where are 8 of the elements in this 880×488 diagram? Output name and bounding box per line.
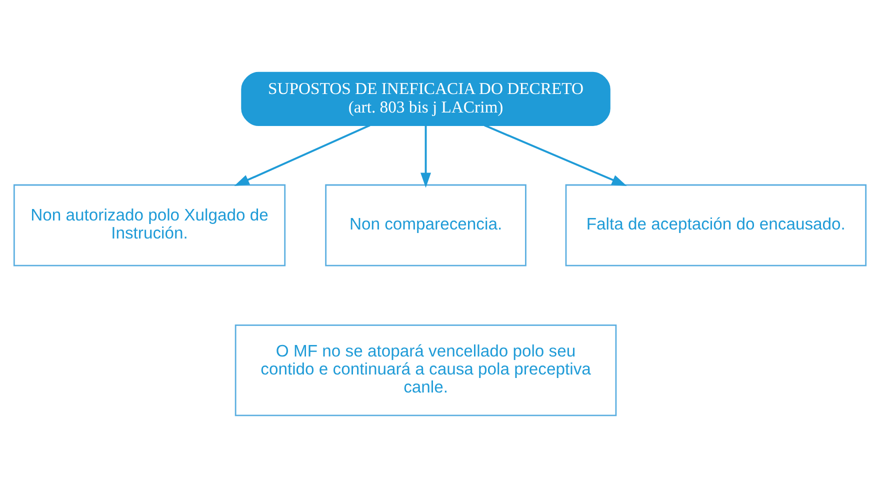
arrow xyxy=(234,124,370,186)
arrow xyxy=(420,125,432,188)
node-box: SUPOSTOS DE INEFICACIA DO DECRETO (art. 803 bis j LACrim) xyxy=(241,72,610,126)
node-box: Non autorizado polo Xulgado de Instrución. xyxy=(13,184,286,266)
arrow xyxy=(484,124,627,186)
node-box: O MF no se atopará vencellado polo seu contido e continuará a causa pola preceptiva canle. xyxy=(234,324,617,416)
node-box: Non comparecencia. xyxy=(325,184,526,266)
node-box: Falta de aceptación do encausado. xyxy=(565,184,867,266)
